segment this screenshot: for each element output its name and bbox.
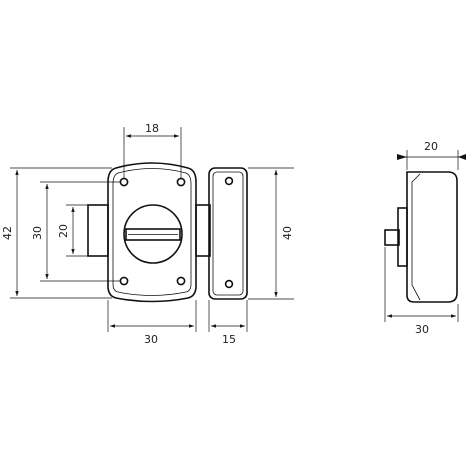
dim-label-keeper-height: 40	[281, 226, 294, 240]
dim-label-body-height: 30	[31, 226, 44, 240]
mount-hole-top-left	[119, 177, 129, 187]
bolt-stub-right	[195, 204, 211, 257]
dim-label-bolt-height: 20	[57, 224, 70, 238]
keeper-hole-top	[224, 176, 234, 186]
keeper-hole-bottom	[224, 279, 234, 289]
keeper-plate-inner	[212, 171, 244, 296]
keeper-plate	[208, 167, 248, 300]
side-body-profile	[406, 171, 458, 303]
dim-label-overall-height: 42	[1, 226, 14, 240]
dim-label-body-width: 30	[144, 333, 158, 346]
thumb-turn-knob	[123, 204, 183, 264]
mount-hole-bottom-right	[176, 276, 186, 286]
dim-label-keeper-width: 15	[222, 333, 236, 346]
keeper-plate-outline	[208, 167, 248, 300]
side-body-bevel	[411, 173, 421, 301]
dimension-labels: 18 42 30 20 40 30 15 20 30	[1, 122, 438, 346]
side-bolt-stub	[384, 229, 400, 246]
thumb-turn-grip	[125, 228, 181, 241]
front-view-lock-body	[87, 162, 211, 303]
side-view	[384, 171, 458, 303]
dim-label-side-depth: 20	[424, 140, 438, 153]
dimension-lines	[10, 127, 466, 332]
lock-body-bevel	[112, 168, 192, 296]
mount-hole-bottom-left	[119, 276, 129, 286]
lock-body-outline	[107, 162, 197, 303]
bolt-stub-left	[87, 204, 109, 257]
dim-label-hole-spacing: 18	[145, 122, 159, 135]
mount-hole-top-right	[176, 177, 186, 187]
dim-label-side-overall-depth: 30	[415, 323, 429, 336]
